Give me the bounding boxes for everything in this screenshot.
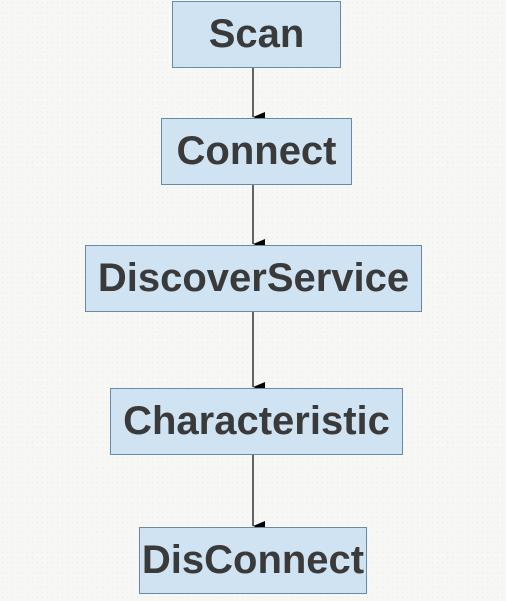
node-discoverservice-label: DiscoverService xyxy=(97,256,410,300)
node-scan: Scan xyxy=(172,1,341,68)
node-connect: Connect xyxy=(161,118,352,185)
node-discoverservice: DiscoverService xyxy=(85,245,422,312)
node-characteristic-label: Characteristic xyxy=(123,399,390,443)
node-characteristic: Characteristic xyxy=(110,388,403,455)
node-disconnect: DisConnect xyxy=(139,527,367,594)
node-scan-label: Scan xyxy=(208,12,305,56)
node-disconnect-label: DisConnect xyxy=(141,538,365,582)
node-connect-label: Connect xyxy=(176,129,337,173)
